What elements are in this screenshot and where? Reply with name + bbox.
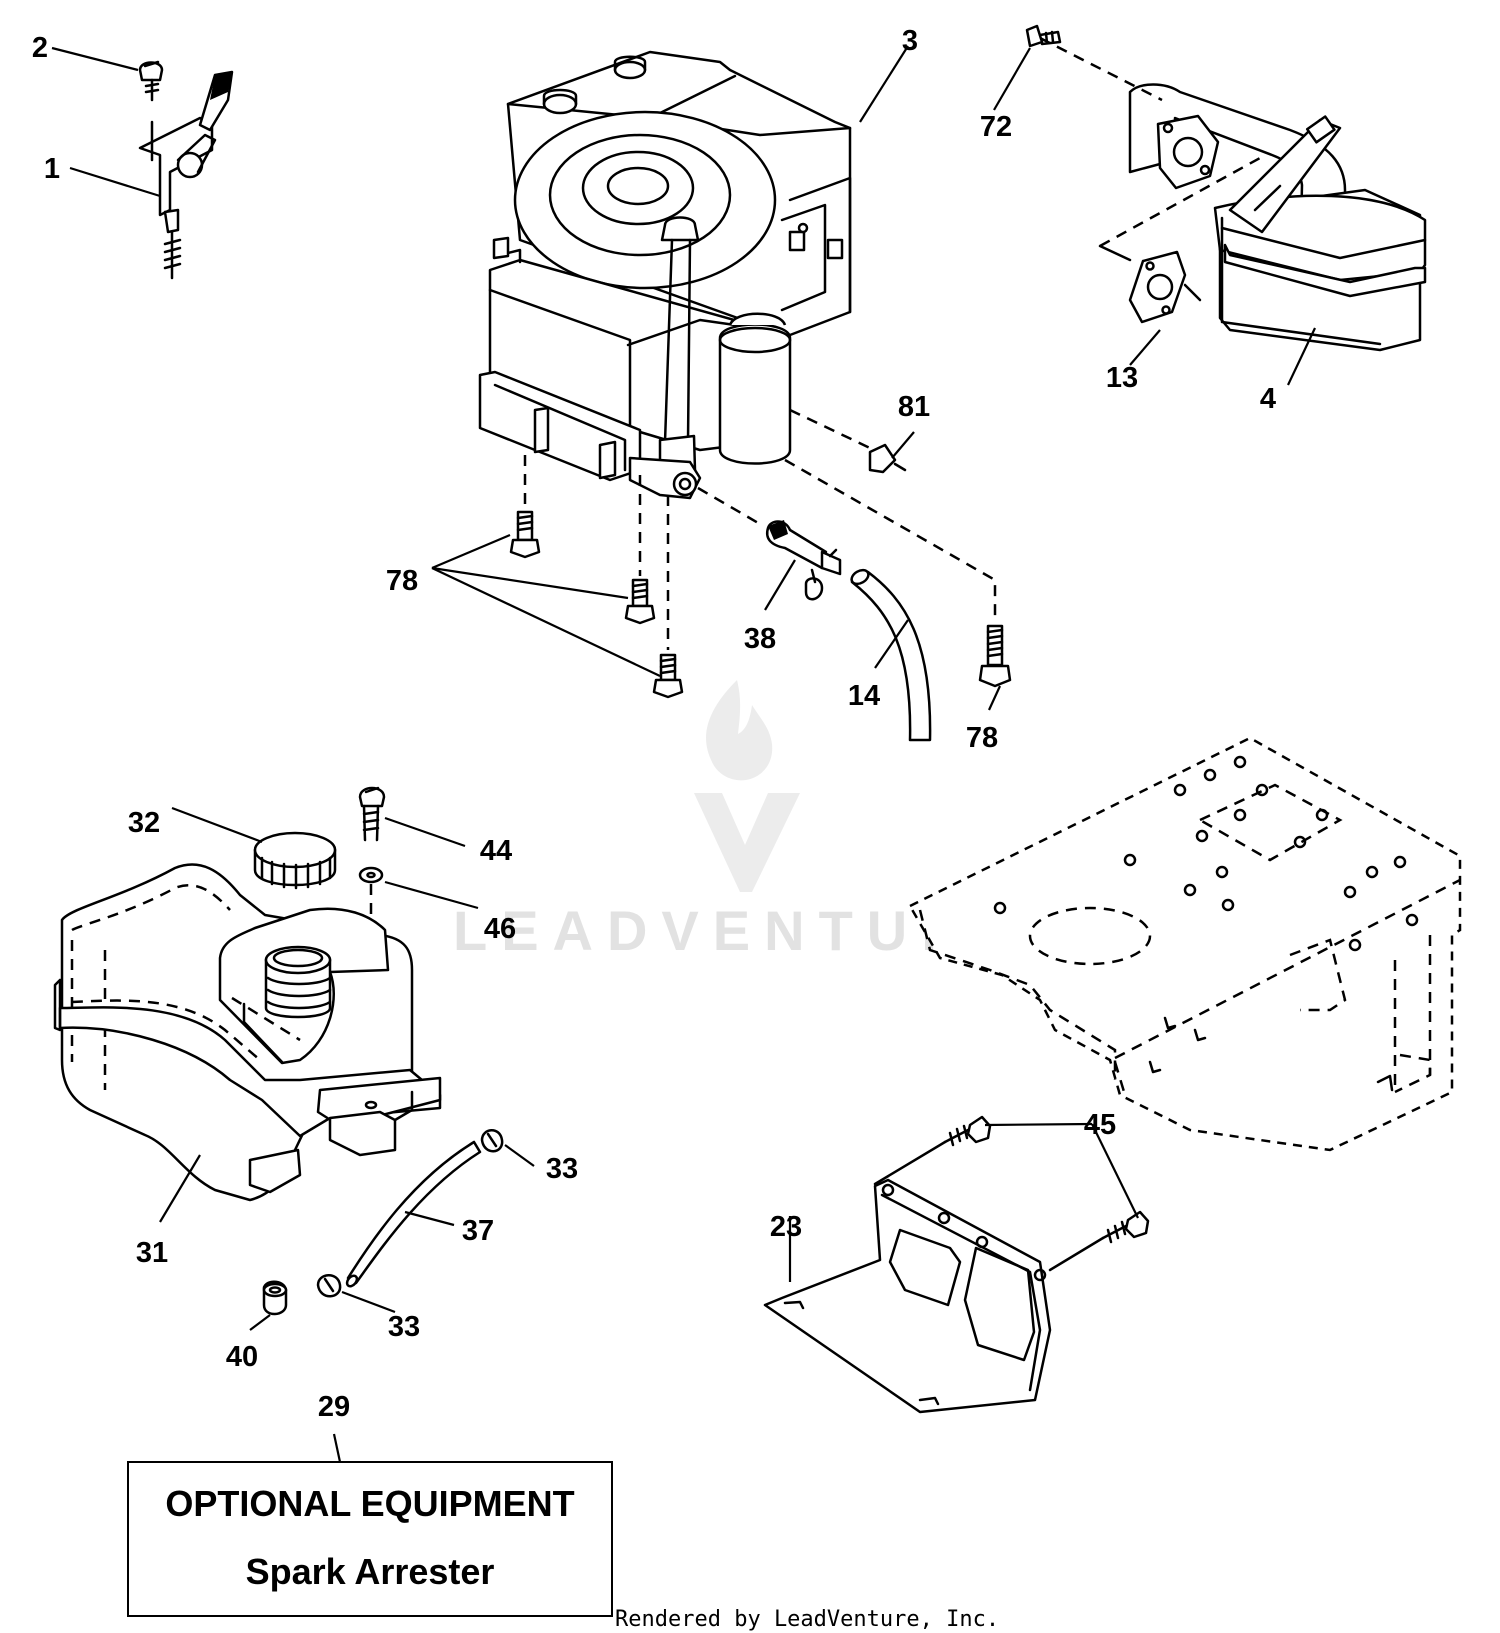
spark-arrester-label: Spark Arrester [246, 1551, 495, 1592]
callout-3: 3 [902, 25, 918, 57]
drain-hose-part [850, 568, 932, 742]
optional-equipment-title: OPTIONAL EQUIPMENT [165, 1483, 574, 1524]
muffler-part [1025, 24, 1427, 352]
callout-4: 4 [1260, 383, 1276, 415]
callout-23: 23 [770, 1211, 802, 1243]
callout-78-left: 78 [386, 565, 418, 597]
callout-33-top: 33 [546, 1153, 578, 1185]
callout-31: 31 [136, 1237, 168, 1269]
callout-40: 40 [226, 1341, 258, 1373]
callout-44: 44 [480, 835, 512, 867]
optional-equipment-box: OPTIONAL EQUIPMENT Spark Arrester [127, 1461, 613, 1617]
callout-46: 46 [484, 913, 516, 945]
drain-valve-part [697, 486, 842, 601]
callout-45: 45 [1084, 1109, 1116, 1141]
fuel-cap-part [253, 831, 337, 890]
watermark-v-icon [694, 793, 800, 892]
callout-38: 38 [744, 623, 776, 655]
callouts: 2 1 3 72 13 4 81 78 38 14 78 32 44 46 45… [32, 25, 1276, 1423]
throttle-control-part [138, 60, 234, 280]
callout-2: 2 [32, 32, 48, 64]
callout-33-bottom: 33 [388, 1311, 420, 1343]
leader-lines [51, 45, 1316, 1463]
engine-bolts [509, 455, 1012, 699]
callout-14: 14 [848, 680, 880, 712]
callout-37: 37 [462, 1215, 494, 1247]
callout-81: 81 [898, 391, 930, 423]
engine-part [478, 50, 852, 500]
watermark-flame-icon [706, 680, 773, 781]
callout-72: 72 [980, 111, 1012, 143]
footer-credit: Rendered by LeadVenture, Inc. [615, 1607, 999, 1632]
callout-13: 13 [1106, 362, 1138, 394]
heat-shield-part [763, 1115, 1150, 1414]
fuel-line-part [262, 1129, 504, 1316]
callout-78-right: 78 [966, 722, 998, 754]
tractor-frame [908, 736, 1462, 1152]
nut-part [789, 408, 907, 474]
callout-1: 1 [44, 153, 60, 185]
callout-32: 32 [128, 807, 160, 839]
callout-29: 29 [318, 1391, 350, 1423]
fuel-tank-part [53, 863, 442, 1202]
